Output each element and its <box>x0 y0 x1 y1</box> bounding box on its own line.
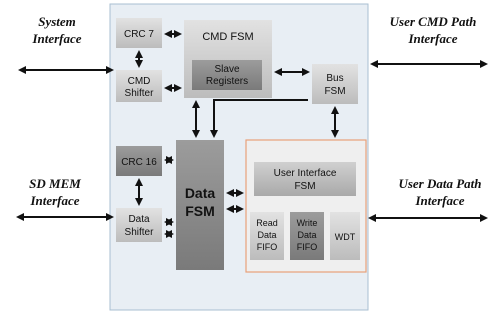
bus-fsm-block <box>312 64 358 104</box>
user-cmd-path-interface-label-line2: Interface <box>407 31 457 46</box>
arrows <box>16 30 488 238</box>
data-shifter-block <box>116 208 162 242</box>
cmd-shifter-label-line2: Shifter <box>125 88 155 99</box>
data-fsm-label-line2: FSM <box>185 203 215 219</box>
wdt-label: WDT <box>335 232 356 242</box>
user-data-path-interface-label-line2: Interface <box>414 193 464 208</box>
user-interface-fsm-label-line2: FSM <box>294 181 315 192</box>
user-data-path-interface-label-line1: User Data Path <box>398 176 481 191</box>
crc16-block <box>116 146 162 176</box>
sd-mem-interface-label-line1: SD MEM <box>29 176 81 191</box>
user-interface-fsm-label-line1: User Interface <box>274 168 337 179</box>
read-data-fifo-block <box>250 212 284 260</box>
cmd-fsm-label: CMD FSM <box>202 31 253 43</box>
crc7-label: CRC 7 <box>124 29 154 40</box>
write-data-fifo-label-line3: FIFO <box>297 242 318 252</box>
write-data-fifo-label-line2: Data <box>297 230 316 240</box>
read-data-fifo-label-line3: FIFO <box>257 242 278 252</box>
cmd-shifter-label-line1: CMD <box>128 76 151 87</box>
arrow-bus-fsm-data-fsm <box>210 99 308 138</box>
wdt-block <box>330 212 360 260</box>
write-data-fifo-block <box>290 212 324 260</box>
write-data-fifo-label-line1: Write <box>297 218 318 228</box>
user-cmd-path-interface-label-line1: User CMD Path <box>390 14 477 29</box>
crc16-label: CRC 16 <box>121 157 157 168</box>
data-shifter-label-line1: Data <box>128 214 150 225</box>
bus-fsm-label-line2: FSM <box>324 86 345 97</box>
user-interface-fsm-block <box>254 162 356 196</box>
slave-registers-label-line1: Slave <box>214 64 239 75</box>
data-fsm-label-line1: Data <box>185 185 216 201</box>
crc7-block <box>116 18 162 48</box>
bus-fsm-label-line1: Bus <box>326 73 343 84</box>
data-fsm-block <box>176 140 224 270</box>
system-interface-label-line2: Interface <box>31 31 81 46</box>
read-data-fifo-label-line1: Read <box>256 218 278 228</box>
slave-registers-block <box>192 60 262 90</box>
sd-mem-interface-label-line2: Interface <box>29 193 79 208</box>
system-interface-label-line1: System <box>38 14 76 29</box>
slave-registers-label-line2: Registers <box>206 76 248 87</box>
cmd-shifter-block <box>116 70 162 102</box>
data-shifter-label-line2: Shifter <box>125 227 155 238</box>
read-data-fifo-label-line2: Data <box>257 230 276 240</box>
